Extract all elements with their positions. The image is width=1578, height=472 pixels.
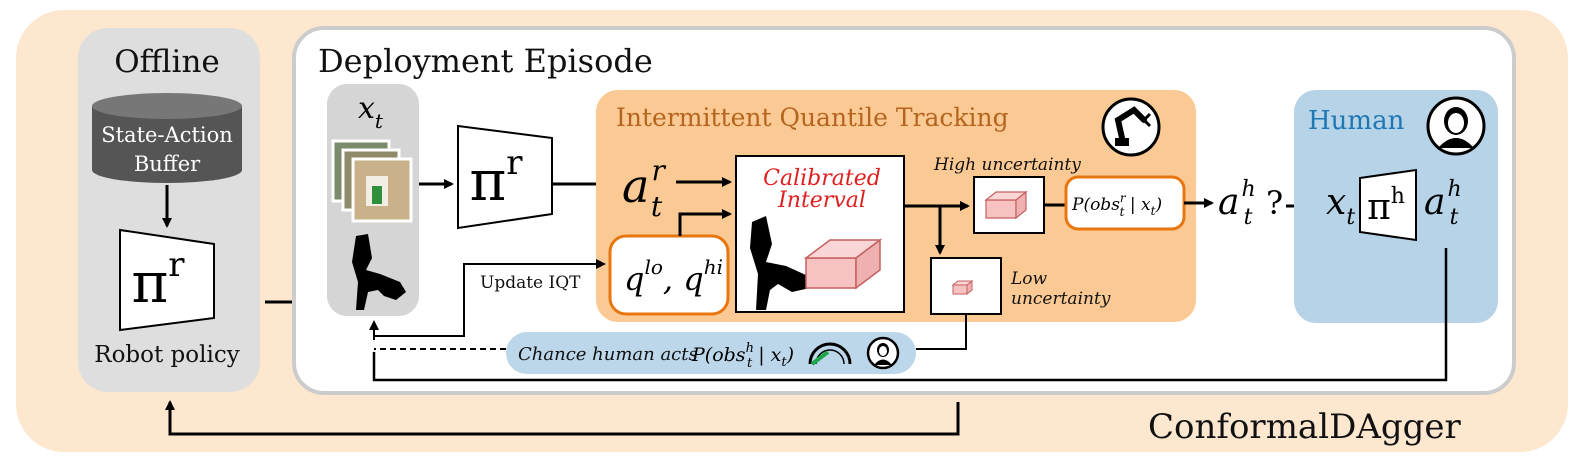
robot-arm-icon	[1101, 97, 1161, 157]
chance-human-label: Chance human acts	[518, 344, 698, 365]
offline-heading: Offline	[114, 44, 220, 80]
high-uncertainty-cube	[984, 190, 1028, 220]
offline-policy-symbol: πr	[131, 245, 185, 316]
buffer-label-line1: State-Action	[101, 123, 233, 147]
deployment-policy-box	[457, 124, 553, 230]
interval-robot-silhouette	[750, 216, 810, 310]
human-feedback-path	[372, 248, 1448, 382]
observation-images	[331, 139, 413, 223]
high-uncertainty-label: High uncertainty	[933, 155, 1081, 175]
low-uncertainty-label-line2: uncertainty	[1011, 289, 1111, 309]
deployment-heading: Deployment Episode	[318, 42, 653, 80]
offline-panel	[78, 28, 260, 392]
human-policy-symbol: πh	[1367, 184, 1405, 228]
human-avatar-icon	[1426, 96, 1486, 156]
update-iqt-label: Update IQT	[480, 273, 581, 293]
quantile-symbol: qlo, qhi	[624, 255, 723, 298]
offline-policy-caption: Robot policy	[94, 342, 239, 368]
robot-silhouette	[352, 234, 406, 310]
aggregate-to-offline-path	[165, 400, 960, 436]
buffer-label-line2: Buffer	[134, 152, 201, 176]
human-observation-symbol: xt	[1326, 182, 1355, 230]
gauge-icon	[808, 342, 852, 366]
offline-policy-box	[119, 228, 215, 332]
quantile-box	[608, 234, 730, 316]
query-question-mark: ?	[1266, 184, 1283, 222]
observation-symbol: xt	[358, 91, 384, 133]
database-icon	[92, 93, 242, 183]
low-uncertainty-cube	[951, 279, 974, 296]
low-to-chance-line	[916, 314, 967, 350]
conformal-dagger-title: ConformalDAgger	[1148, 407, 1462, 447]
chance-human-avatar-icon	[866, 336, 900, 370]
deployment-policy-symbol: πr	[469, 143, 523, 214]
calibrated-interval-line1: Calibrated	[763, 166, 881, 191]
human-policy-box	[1359, 168, 1417, 242]
calibrated-interval-line2: Interval	[777, 188, 866, 213]
quantile-to-interval-arrow	[678, 209, 732, 236]
iqt-heading: Intermittent Quantile Tracking	[616, 103, 1009, 132]
human-heading: Human	[1308, 106, 1405, 136]
low-uncertainty-label-line1: Low	[1010, 269, 1048, 289]
interval-cube	[803, 238, 883, 290]
